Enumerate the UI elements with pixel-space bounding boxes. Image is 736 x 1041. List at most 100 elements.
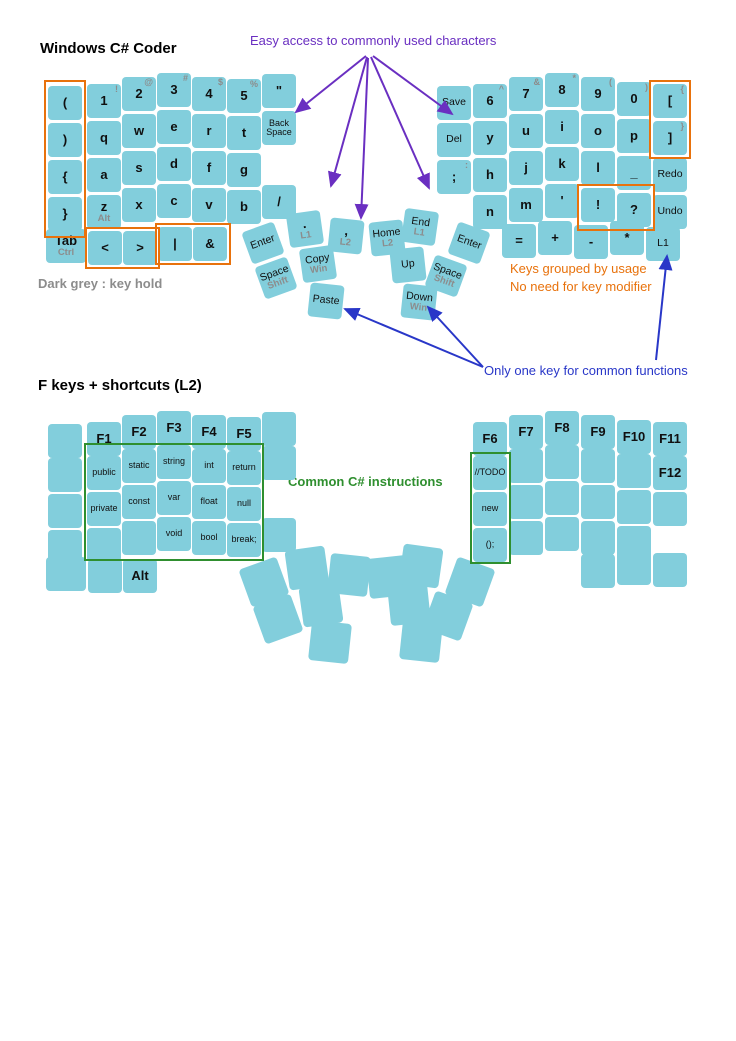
- key-new: new: [473, 492, 507, 526]
- green-highlight-box: [470, 452, 511, 564]
- key-5: %5: [227, 79, 261, 113]
- key-paste: Paste: [307, 282, 345, 320]
- key-: =: [502, 224, 536, 258]
- key-f9: F9: [581, 415, 615, 449]
- key-n: n: [473, 195, 507, 229]
- layer2-title: F keys + shortcuts (L2): [38, 377, 202, 394]
- key-r: r: [192, 114, 226, 148]
- key-: !: [581, 188, 615, 222]
- main-title: Windows C# Coder: [40, 40, 177, 57]
- key-label: i: [560, 119, 564, 135]
- key-f12: F12: [653, 456, 687, 490]
- key-label: new: [481, 503, 499, 514]
- key-x: x: [122, 188, 156, 222]
- purple-arrow: [294, 55, 367, 114]
- key-shift-label: &: [533, 77, 541, 87]
- key-label: -: [588, 234, 594, 250]
- key-label: k: [558, 156, 566, 172]
- key-label: F3: [166, 420, 182, 436]
- key-hold-label: Win: [409, 300, 428, 314]
- key-label: 0: [630, 91, 638, 107]
- key-blank: [545, 517, 579, 551]
- key-label: |: [173, 236, 177, 252]
- key-hold-label: L1: [413, 225, 426, 239]
- orange-highlight-box: [577, 184, 655, 231]
- key-label: b: [240, 199, 248, 215]
- key-label: 7: [522, 86, 530, 102]
- key-label: static: [128, 460, 150, 471]
- key-blank: [653, 553, 687, 587]
- key-blank: [545, 445, 579, 479]
- key-label: !: [595, 197, 601, 213]
- key-label: f: [206, 160, 212, 176]
- key-label: d: [170, 156, 178, 172]
- key-label: private: [90, 503, 118, 514]
- key-label: [: [667, 93, 673, 109]
- key-label: v: [205, 197, 213, 213]
- key-label: &: [205, 236, 215, 252]
- key-shift-label: :: [465, 160, 468, 170]
- key-blank: [653, 492, 687, 526]
- key-label: =: [515, 233, 523, 249]
- purple-arrow: [328, 56, 368, 188]
- key-label: Undo: [657, 205, 683, 218]
- orange-highlight-box: [85, 227, 160, 269]
- key-y: y: [473, 121, 507, 155]
- key-s: s: [122, 151, 156, 185]
- key-label: Enter: [455, 232, 484, 253]
- key-label: F7: [518, 424, 534, 440]
- key-shift-label: %: [249, 79, 258, 89]
- key-label: ]: [667, 130, 673, 146]
- key-var: var: [157, 481, 191, 515]
- key-q: q: [87, 121, 121, 155]
- key-hold-label: Ctrl: [57, 247, 75, 259]
- key-f8: F8: [545, 411, 579, 445]
- green-highlight-box: [84, 443, 264, 561]
- key-label: p: [630, 128, 638, 144]
- key-label: 6: [486, 93, 494, 109]
- purple-arrow: [370, 56, 430, 190]
- key-: &: [193, 227, 227, 261]
- key-label: return: [232, 462, 256, 473]
- key-c: c: [157, 184, 191, 218]
- key-: ': [545, 184, 579, 218]
- key-label: Back Space: [266, 117, 292, 137]
- key-blank: [48, 458, 82, 492]
- key-f7: F7: [509, 415, 543, 449]
- key-label: Alt: [131, 568, 149, 584]
- key-label: ();: [485, 539, 495, 550]
- key-: >: [123, 231, 157, 265]
- key-2: @2: [122, 77, 156, 111]
- key-label: void: [165, 528, 183, 539]
- key-shift-label: {: [680, 84, 684, 94]
- annotation-no-modifier: No need for key modifier: [510, 279, 652, 294]
- key-label: F2: [131, 424, 147, 440]
- key-blank: [399, 619, 443, 663]
- key-blank: [122, 521, 156, 555]
- key-g: g: [227, 153, 261, 187]
- key-save: Save: [437, 86, 471, 120]
- orange-highlight-box: [649, 80, 691, 159]
- key-hold-label: L2: [339, 236, 352, 249]
- annotation-one-key: Only one key for common functions: [484, 363, 688, 378]
- key-label: F6: [482, 431, 498, 447]
- key-hold-label: L1: [299, 229, 313, 242]
- key-label: ;: [451, 169, 457, 185]
- key-blank: [88, 559, 122, 593]
- key-a: a: [87, 158, 121, 192]
- key-b: b: [227, 190, 261, 224]
- key-label: Up: [400, 257, 416, 272]
- key-label: 1: [100, 93, 108, 109]
- key-label: >: [136, 240, 144, 256]
- key-backspace: Back Space: [262, 111, 296, 145]
- key-label: s: [135, 160, 143, 176]
- orange-highlight-box: [44, 80, 86, 238]
- key-label: public: [92, 467, 116, 478]
- key-label: }: [62, 206, 68, 222]
- key-shift-label: ^: [498, 84, 504, 94]
- key-redo: Redo: [653, 158, 687, 192]
- key-label: r: [206, 123, 212, 139]
- key-label: a: [100, 167, 108, 183]
